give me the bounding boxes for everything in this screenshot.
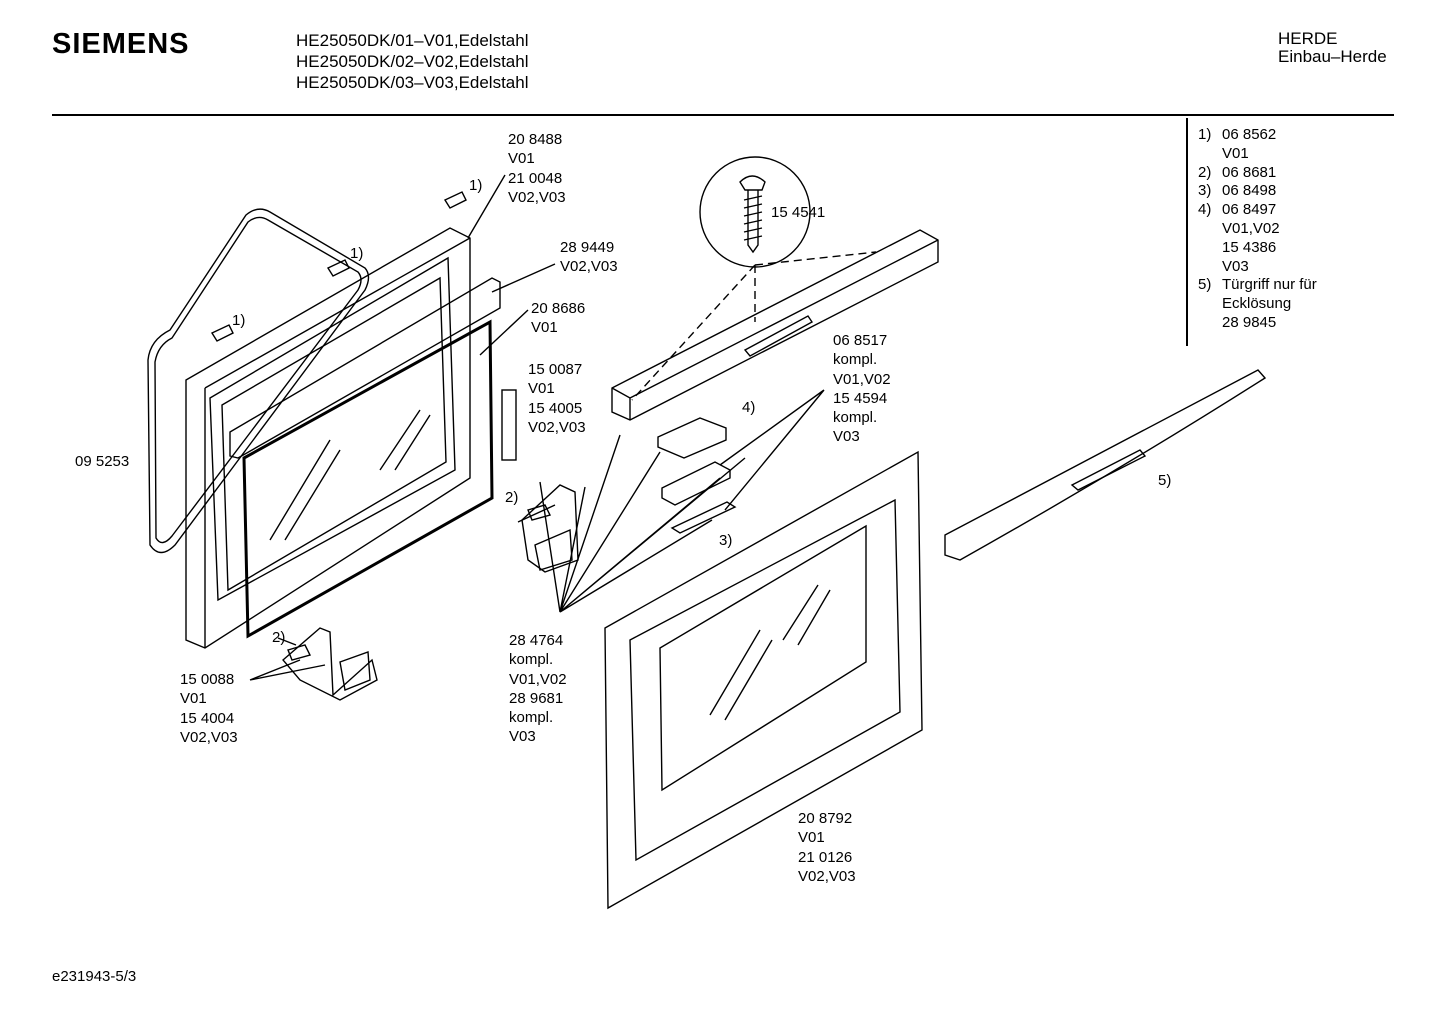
label-leader-lines	[249, 174, 556, 681]
ref-5: 5)	[1158, 472, 1172, 489]
legend-item: 2)06 8681	[1198, 164, 1277, 181]
model-list: HE25050DK/01–V01,Edelstahl HE25050DK/02–…	[296, 30, 529, 93]
part-4-cover	[657, 417, 727, 459]
legend-item-line: 15 4386	[1222, 239, 1277, 256]
header-rule	[52, 114, 1394, 116]
legend-item-line: 28 9845	[1222, 314, 1277, 331]
legend-item-line: Ecklösung	[1222, 295, 1292, 312]
door-gasket-inner	[154, 216, 362, 544]
legend-item: 3)06 8498	[1198, 182, 1277, 199]
door-top-bar-slot	[743, 315, 814, 357]
cover-strip	[229, 277, 501, 459]
ref-2: 2)	[505, 489, 519, 506]
category: HERDE	[1278, 29, 1338, 48]
outer-door-glass	[659, 524, 867, 792]
inner-door-frame-front	[204, 237, 471, 648]
inner-glass-pane	[242, 319, 494, 639]
label-screw: 15 4541	[771, 204, 826, 221]
ref-1: 1)	[350, 245, 364, 262]
drawing-number: e231943-5/3	[52, 968, 137, 985]
glass-reflection	[269, 409, 431, 541]
clip-middle	[326, 259, 350, 277]
handle-leader-lines	[719, 389, 825, 511]
legend-item-line: V01,V02	[1222, 220, 1280, 237]
legend-box: 1)06 8562 V01 2)06 8681 3)06 8498 4)06 8…	[1186, 118, 1418, 346]
inner-door-frame	[185, 227, 471, 649]
model-line: HE25050DK/01–V01,Edelstahl	[296, 31, 529, 50]
outer-glass-reflection	[709, 584, 831, 721]
ref-1: 1)	[232, 312, 246, 329]
assembly-leader-lines	[517, 434, 746, 613]
legend-item-line: V03	[1222, 258, 1249, 275]
ref-4: 4)	[742, 399, 756, 416]
ref-2: 2)	[272, 629, 286, 646]
door-gasket	[147, 208, 370, 554]
door-top-bar-edge	[611, 239, 939, 420]
inner-door-window	[209, 256, 456, 602]
corner-door-handle-slot	[1070, 449, 1147, 491]
subcategory: Einbau–Herde	[1278, 47, 1387, 66]
hinge-left	[282, 627, 378, 701]
screw-leader-lines	[631, 251, 877, 401]
part-4-grid	[661, 461, 731, 506]
clip-top	[443, 191, 467, 209]
legend-item-line: V01	[1222, 145, 1249, 162]
clip-left	[210, 324, 234, 342]
inner-door-window-glass	[221, 276, 447, 592]
door-top-bar	[611, 229, 939, 421]
model-line: HE25050DK/02–V02,Edelstahl	[296, 52, 529, 71]
brand-logo: SIEMENS	[52, 28, 190, 60]
hinge-right	[521, 484, 579, 573]
screw	[739, 175, 766, 254]
ref-1: 1)	[469, 177, 483, 194]
spacer-plate	[501, 389, 517, 461]
part-3-seal	[670, 501, 737, 534]
legend-item: 1)06 8562	[1198, 126, 1277, 143]
ref-3: 3)	[719, 532, 733, 549]
legend-item: 4)06 8497	[1198, 201, 1277, 218]
hinge-left-detail	[287, 644, 371, 691]
label-gasket: 09 5253	[75, 453, 130, 470]
outer-door	[604, 450, 923, 910]
model-line: HE25050DK/03–V03,Edelstahl	[296, 73, 529, 92]
legend-item: 5)Türgriff nur für	[1198, 276, 1317, 293]
category-block: HERDE Einbau–Herde	[1278, 30, 1387, 66]
outer-door-window	[629, 498, 901, 862]
corner-door-handle	[944, 369, 1267, 561]
